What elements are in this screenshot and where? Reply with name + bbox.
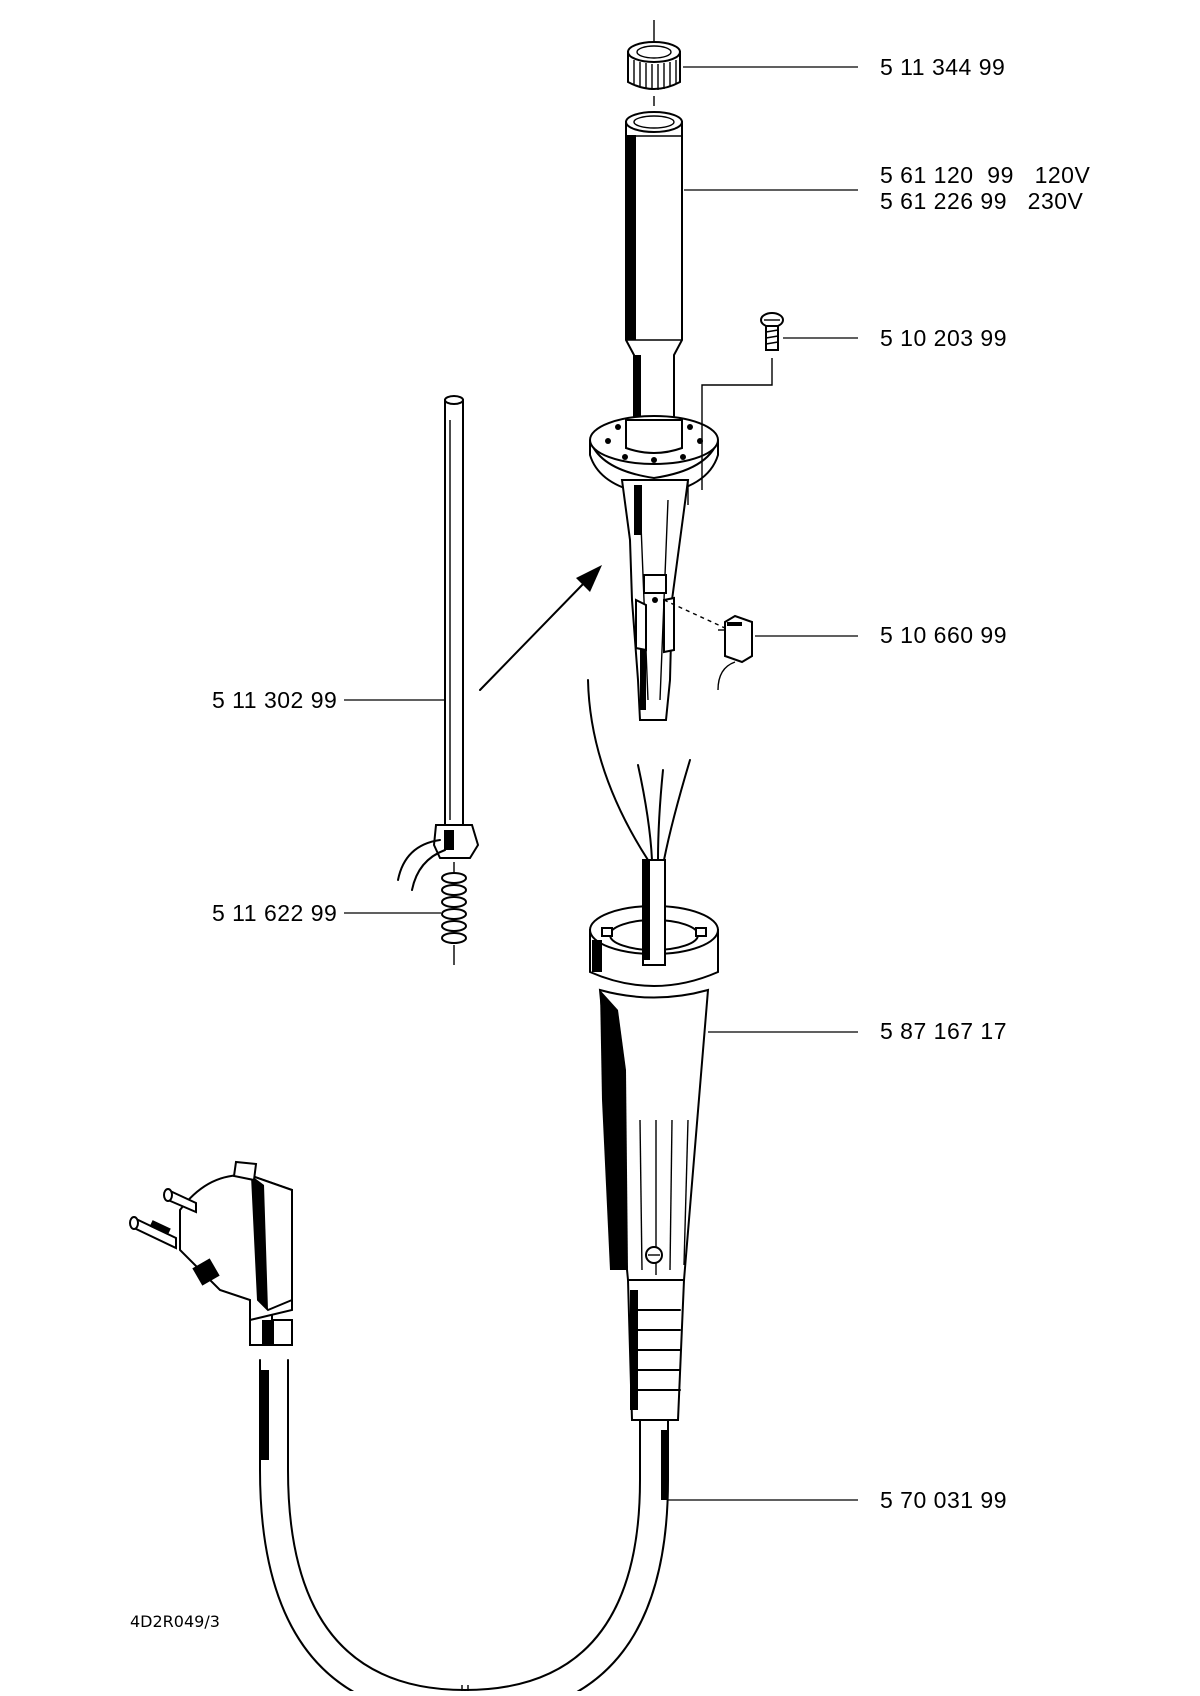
part-number-nut: 5 11 344 99	[880, 54, 1006, 80]
terminal-block-part	[663, 599, 753, 691]
part-number-spring: 5 11 622 99	[212, 900, 338, 926]
screw-part	[701, 312, 784, 490]
part-number-screw: 5 10 203 99	[880, 325, 1008, 351]
part-number-terminal-block: 5 10 660 99	[880, 622, 1008, 648]
drawing-code: 4D2R049/3	[130, 1612, 220, 1631]
power-cord-part	[129, 1160, 669, 1696]
part-number-handle: 5 87 167 17	[880, 1018, 1008, 1044]
part-number-power-cord: 5 70 031 99	[880, 1487, 1008, 1513]
wires	[587, 679, 691, 861]
heating-element-part	[397, 395, 480, 965]
nut-part	[627, 20, 681, 106]
handle-part	[589, 859, 719, 1421]
part-number-heating-element: 5 11 302 99	[212, 687, 338, 713]
heating-tube-part	[589, 111, 719, 721]
assembly-arrow	[479, 565, 602, 691]
part-number-heating-tube: 5 61 120 99 120V 5 61 226 99 230V	[880, 162, 1091, 214]
